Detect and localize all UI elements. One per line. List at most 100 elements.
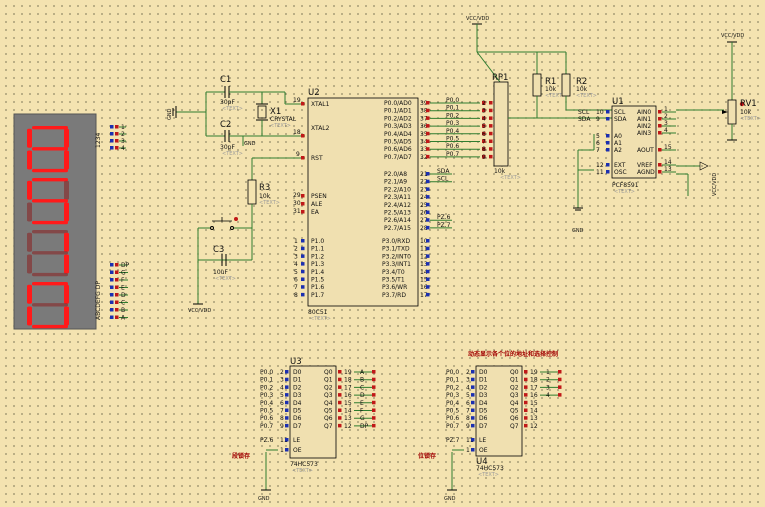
segment-f [27, 180, 32, 200]
svg-text:<TEXT>: <TEXT> [215, 276, 236, 282]
pin-marker [115, 125, 119, 129]
u3-dpin-2: 4 [280, 384, 284, 391]
p1-pin-4: 5 [294, 269, 298, 276]
reset-circuit[interactable]: R3 10k <TEXT> C3 10uF <TEXT> VC [188, 157, 305, 314]
p0-net-1: P0.1 [446, 105, 459, 112]
adc-l-net-1: SDA [578, 116, 591, 123]
pin-marker [285, 385, 289, 389]
u4-qname-3: Q3 [510, 392, 519, 399]
pin-marker [426, 225, 430, 230]
u4-dnet-4: P0.4 [446, 400, 459, 407]
u3-dname-2: D2 [293, 384, 302, 391]
adc-l-name-3: A1 [614, 140, 622, 147]
u4-title-note: 动态显示各个位的地址和选择控制 [468, 350, 558, 358]
pin-marker [524, 393, 528, 397]
u3-dnet-0: P0.0 [260, 369, 273, 376]
rp1-pin-3: 5 [482, 123, 486, 130]
pin-marker [426, 269, 430, 274]
u4-body [475, 365, 523, 457]
adc-l-name-2: A0 [614, 133, 622, 140]
u3-qname-5: Q5 [324, 408, 333, 415]
svg-text:<TEXT>: <TEXT> [259, 200, 280, 206]
u4-qpin-6: 13 [530, 415, 538, 422]
u3-qpin-6: 13 [344, 415, 352, 422]
u3-qname-7: Q7 [324, 423, 333, 430]
u4-dnet-6: P0.6 [446, 415, 459, 422]
seg-net-2: F [121, 277, 125, 284]
p3-name-0: P3.0/RXD [382, 238, 410, 245]
pin-marker [301, 292, 305, 297]
u4-dpin-6: 8 [466, 415, 470, 422]
u4-qpin-5: 14 [530, 408, 538, 415]
p2-name-1: P2.1/A9 [384, 179, 407, 186]
u3-dpin-0: 2 [280, 369, 284, 376]
svg-text:<TEXT>: <TEXT> [478, 472, 499, 478]
rp1-body [493, 81, 509, 167]
oscillator-circuit[interactable]: GND C1 30pF <TEXT> C2 30pF <TEXT> [167, 75, 305, 157]
mcu-xtal1: XTAL1 [311, 101, 330, 108]
p2-name-6: P2.6/A14 [384, 217, 411, 224]
mcu-body [307, 97, 419, 307]
latch-u4[interactable]: 动态显示各个位的地址和选择控制 U4 74HC573 <TEXT> 位锁存 P0… [418, 350, 562, 502]
potentiometer-rv1[interactable]: VCC/VDD RV1 10k <TEXT> [721, 33, 761, 141]
u3-body [289, 365, 337, 459]
u4-qpin-7: 12 [530, 423, 538, 430]
u4-le-net: PZ.7 [446, 437, 460, 444]
u3-qname-0: Q0 [324, 369, 333, 376]
u4-dnet-0: P0.0 [446, 369, 459, 376]
p0-name-5: P0.5/AD5 [384, 139, 412, 146]
pin-marker [110, 293, 114, 297]
p3-pin-1: 11 [420, 246, 428, 253]
p2-pin-5: 26 [420, 210, 428, 217]
u4-le: LE [479, 437, 486, 444]
u4-dname-0: D0 [479, 369, 488, 376]
p2-pin-2: 23 [420, 186, 428, 193]
digit-3 [27, 230, 69, 277]
rv1-dot [739, 101, 745, 107]
p0-name-1: P0.1/AD1 [384, 108, 412, 115]
p1-name-5: P1.5 [311, 277, 324, 284]
r2-ref: R2 [576, 77, 587, 87]
mcu-u2[interactable]: U2 80C51 <TEXT> XTAL1 XTAL2 RST PSEN ALE… [293, 88, 486, 322]
pin-marker [301, 134, 305, 138]
segment-d [32, 168, 68, 173]
p1-pin-3: 4 [294, 261, 298, 268]
svg-text:<TEXT>: <TEXT> [310, 316, 331, 322]
u4-dname-5: D5 [479, 408, 488, 415]
adc-l-name-1: SDA [614, 116, 627, 123]
u3-dnet-1: P0.1 [260, 377, 273, 384]
pin-marker [524, 416, 528, 420]
pin-marker [301, 285, 305, 289]
pin-marker [110, 285, 114, 289]
u4-le-pin: 11 [466, 437, 474, 444]
adc-l-pin-3: 6 [596, 140, 600, 147]
u3-qname-6: Q6 [324, 415, 333, 422]
u4-dnet-7: P0.7 [446, 423, 459, 430]
com-pin-4: 4 [121, 145, 125, 152]
segment-e [27, 202, 32, 222]
adc-u1[interactable]: U1 PCF8591 <TEXT> SCL10SCLSDA9SDAA05A16A… [572, 97, 724, 234]
adc-r-pin-2: 3 [664, 120, 668, 127]
segment-a [32, 178, 68, 182]
pin-marker [471, 416, 475, 420]
adc-l-pin-6: 11 [596, 169, 604, 176]
svg-text:<TEXT>: <TEXT> [614, 189, 635, 195]
pin-marker [471, 438, 475, 442]
p1-pin-1: 2 [294, 246, 298, 253]
u3-dnet-3: P0.3 [260, 392, 273, 399]
p2-net-7: PZ.7 [437, 222, 451, 229]
vcc-label-vref: VCC/VDD [712, 173, 718, 196]
p1-pin-7: 8 [294, 292, 298, 299]
pin-marker [110, 278, 114, 282]
u3-qpin-7: 12 [344, 423, 352, 430]
p1-pin-2: 3 [294, 253, 298, 260]
pin-marker [558, 393, 562, 397]
u3-qname-4: Q4 [324, 400, 333, 407]
segment-b [64, 180, 69, 200]
u3-qpin-5: 14 [344, 408, 352, 415]
